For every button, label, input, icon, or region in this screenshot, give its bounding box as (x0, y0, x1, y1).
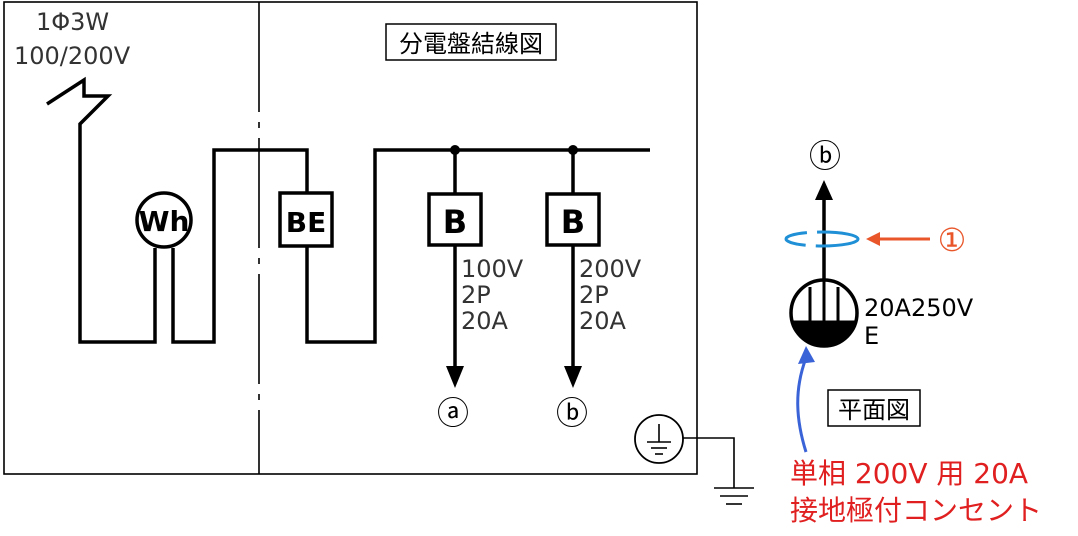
note-pointer-arrowhead (798, 346, 815, 364)
diagram-frame (3, 1, 698, 475)
branch-a-breaker-label: B (443, 203, 467, 241)
main-breaker (278, 191, 334, 248)
earth-symbol (714, 487, 754, 505)
meter-to-main-line (171, 148, 309, 344)
receptacle-symbol (789, 278, 859, 348)
main-breaker-label: BE (286, 206, 326, 239)
watt-hour-meter (135, 191, 193, 249)
panel-title-box (385, 23, 557, 61)
branch-a-circuit-label: ⓐ (437, 394, 469, 432)
branch-b-voltage: 200V (579, 255, 642, 283)
branch-a-poles: 2P (461, 281, 491, 309)
branch-a-arrowhead (446, 366, 464, 388)
plan-title-box (827, 389, 921, 427)
branch-b-poles: 2P (579, 281, 609, 309)
incoming-service-line (46, 76, 157, 344)
panel-title: 分電盤結線図 (399, 30, 543, 58)
marker-number: ① (938, 221, 967, 259)
plan-title: 平面図 (838, 396, 910, 424)
supply-system-label: 1Φ3W (36, 8, 109, 36)
outlet-type: E (864, 322, 879, 350)
branch-a-current: 20A (461, 307, 509, 335)
ground-icon (647, 424, 671, 455)
bus-bar (305, 148, 650, 344)
earth-wire (683, 437, 735, 488)
branch-b-breaker-label: B (561, 203, 585, 241)
branch-b-circuit-label: ⓑ (556, 394, 588, 432)
outlet-note-line2: 接地極付コンセント (790, 494, 1042, 527)
outlet-note-line1: 単相 200V 用 20A (790, 457, 1028, 490)
meter-label: Wh (139, 205, 190, 238)
note-pointer-line (796, 357, 808, 453)
branch-b-current: 20A (579, 307, 627, 335)
wire-loop-indicator (784, 230, 860, 248)
plan-circuit-label: ⓑ (809, 137, 841, 175)
outlet-rating: 20A250V (864, 294, 974, 322)
plan-wire-arrowhead (815, 180, 833, 200)
branch-a-voltage: 100V (461, 255, 524, 283)
marker-arrowhead (866, 232, 880, 246)
supply-voltage-label: 100/200V (14, 42, 131, 70)
branch-b-breaker (545, 192, 601, 247)
branch-b-arrowhead (564, 366, 582, 388)
